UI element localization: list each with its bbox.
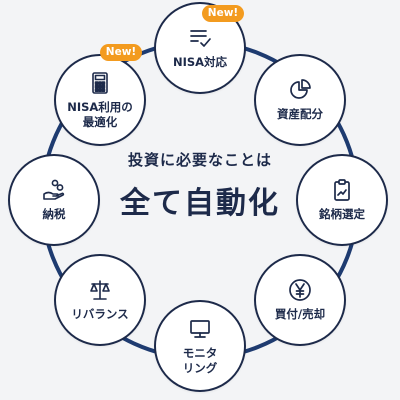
calculator-icon: [92, 72, 108, 94]
clipboard-icon: [334, 179, 350, 202]
step-monitoring: モニタ リング: [154, 300, 246, 392]
new-badge: New!: [100, 44, 142, 61]
center-title: 全て自動化: [120, 186, 280, 221]
step-label: 買付/売却: [274, 307, 326, 322]
step-rebalance: リバランス: [54, 254, 146, 346]
center-subtitle: 投資に必要なことは: [127, 151, 272, 169]
yen-icon: [289, 279, 311, 302]
tax-coins-icon: [43, 179, 65, 201]
new-badge: New!: [202, 5, 244, 22]
pie-chart-icon: [290, 79, 311, 100]
step-nisa-optimization: NISA利用の 最適化: [54, 54, 146, 146]
center-text: 投資に必要なことは 全て自動化: [100, 150, 300, 226]
checklist-icon: [190, 30, 211, 48]
scale-icon: [90, 280, 110, 301]
step-label: 納税: [42, 207, 66, 222]
step-buy-sell: 買付/売却: [254, 254, 346, 346]
step-asset-allocation: 資産配分: [254, 54, 346, 146]
step-tax-payment: 納税: [8, 154, 100, 246]
step-label: リバランス: [71, 307, 129, 322]
step-nisa: NISA対応: [154, 2, 246, 94]
step-label: 資産配分: [277, 107, 323, 122]
step-stock-selection: 銘柄選定: [296, 154, 388, 246]
step-label: NISA対応: [172, 55, 228, 70]
step-label: NISA利用の 最適化: [67, 100, 133, 129]
monitor-icon: [190, 320, 210, 338]
step-label: モニタ リング: [182, 346, 218, 375]
step-label: 銘柄選定: [319, 207, 365, 222]
